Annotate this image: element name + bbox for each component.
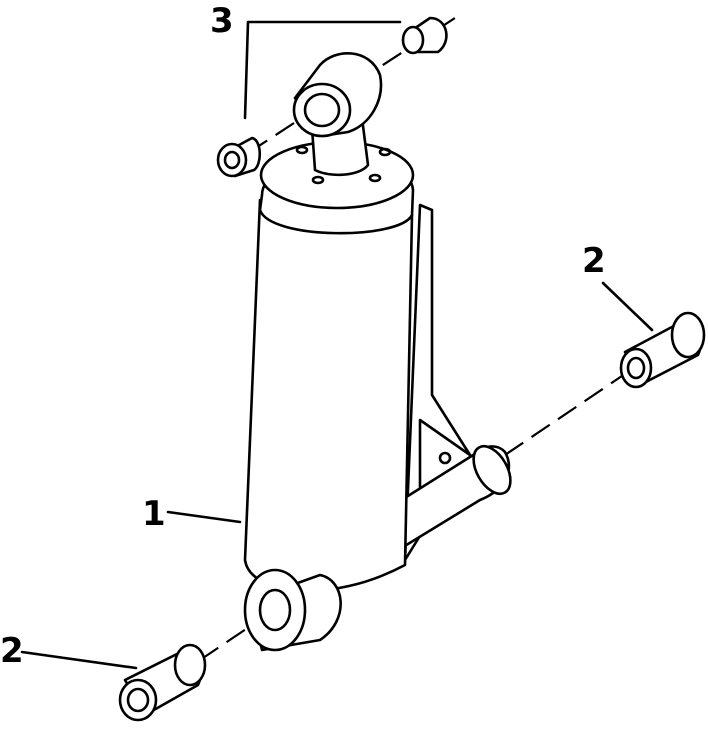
- leader-bushing-right: [601, 281, 654, 332]
- leader-bushing-top: [243, 20, 402, 120]
- callout-bushing-right: 2: [582, 241, 606, 281]
- leader-cylinder: [166, 510, 242, 524]
- bushing-top-small: [401, 16, 448, 55]
- bushing-lower-left: [118, 643, 207, 722]
- callout-bushing-top: 3: [210, 1, 234, 41]
- hydraulic-cylinder: [243, 52, 415, 652]
- bushing-right: [619, 311, 706, 389]
- callout-cylinder: 1: [142, 494, 166, 534]
- bushing-top-left: [216, 136, 262, 178]
- pivot-axis-right: [504, 329, 691, 456]
- callout-bushing-left: 2: [0, 631, 24, 671]
- leader-bushing-left: [20, 650, 138, 670]
